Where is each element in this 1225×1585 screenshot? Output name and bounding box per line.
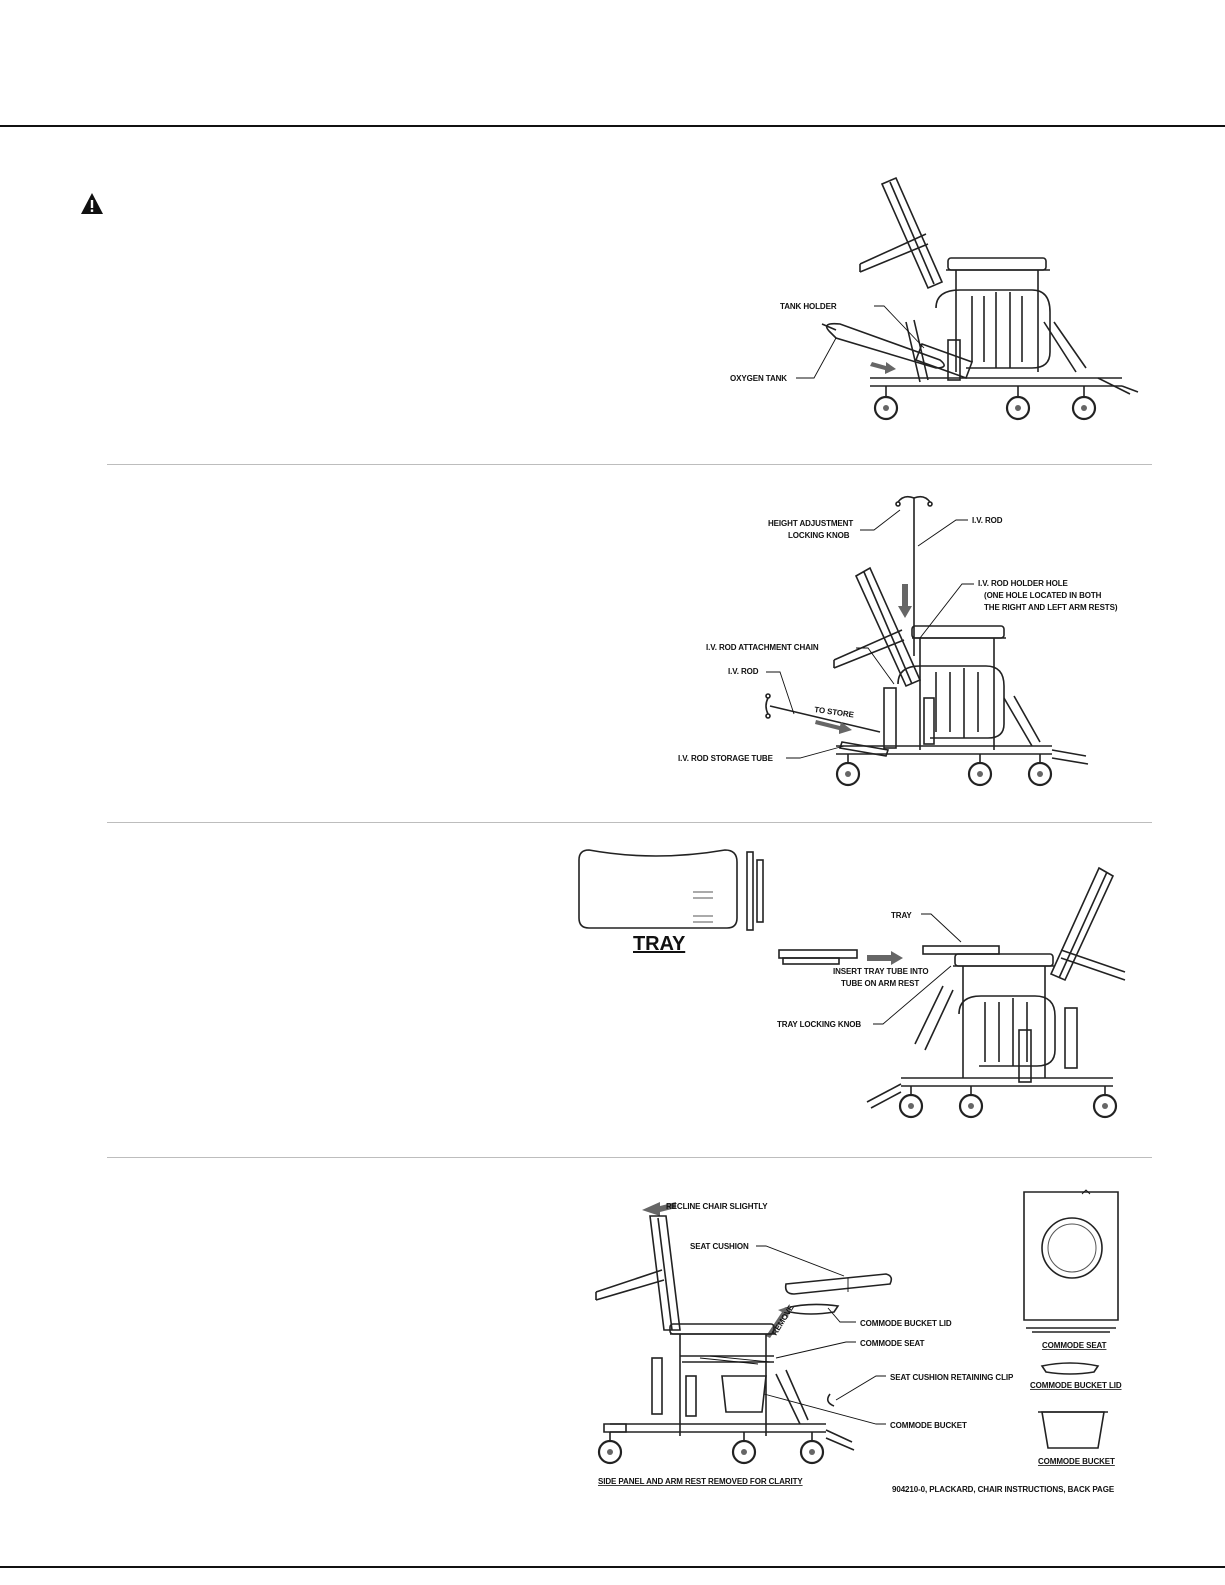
label-oxygen-tank: OXYGEN TANK: [730, 374, 787, 383]
label-commode-bucket: COMMODE BUCKET: [890, 1421, 967, 1430]
label-tray: TRAY: [891, 911, 912, 920]
label-commode-bucket-lid: COMMODE BUCKET LID: [860, 1319, 952, 1328]
label-attachment-chain: I.V. ROD ATTACHMENT CHAIN: [706, 643, 819, 652]
label-retaining-clip: SEAT CUSHION RETAINING CLIP: [890, 1373, 1014, 1382]
label-insert-tray-tube: INSERT TRAY TUBE INTO: [833, 967, 929, 976]
legend-commode-bucket-lid: COMMODE BUCKET LID: [1030, 1381, 1122, 1390]
commode-diagram: REMOVE RECLINE CHAIR SLIGHTLY SEAT CUSHI…: [595, 1189, 1122, 1494]
warning-triangle-icon: [81, 193, 103, 214]
section-divider-1: [107, 464, 1152, 465]
section-divider-2: [107, 822, 1152, 823]
label-seat-cushion: SEAT CUSHION: [690, 1242, 749, 1251]
label-iv-rod-top: I.V. ROD: [972, 516, 1003, 525]
label-iv-rod-side: I.V. ROD: [728, 667, 759, 676]
label-holder-hole-note-1: (ONE HOLE LOCATED IN BOTH: [984, 591, 1102, 600]
tray-diagram: TRAY TRAY INSERT TRAY TUBE INTO TUBE ON …: [578, 849, 1126, 1119]
legend-commode-bucket: COMMODE BUCKET: [1038, 1457, 1115, 1466]
label-height-adjustment: HEIGHT ADJUSTMENT: [768, 519, 853, 528]
label-tray-locking-knob: TRAY LOCKING KNOB: [777, 1020, 861, 1029]
label-storage-tube: I.V. ROD STORAGE TUBE: [678, 754, 774, 763]
label-recline-chair: RECLINE CHAIR SLIGHTLY: [666, 1202, 768, 1211]
bottom-rule: [0, 1566, 1225, 1568]
label-tank-holder: TANK HOLDER: [780, 302, 837, 311]
label-commode-seat: COMMODE SEAT: [860, 1339, 925, 1348]
label-side-panel-note: SIDE PANEL AND ARM REST REMOVED FOR CLAR…: [598, 1477, 803, 1486]
label-tube-on-arm-rest: TUBE ON ARM REST: [841, 979, 919, 988]
top-rule: [0, 125, 1225, 127]
label-holder-hole-note-2: THE RIGHT AND LEFT ARM RESTS): [984, 603, 1118, 612]
part-number: 904210-0, PLACKARD, CHAIR INSTRUCTIONS, …: [892, 1485, 1115, 1494]
label-holder-hole: I.V. ROD HOLDER HOLE: [978, 579, 1068, 588]
legend-commode-seat: COMMODE SEAT: [1042, 1341, 1107, 1350]
label-locking-knob: LOCKING KNOB: [788, 531, 850, 540]
section-divider-3: [107, 1157, 1152, 1158]
tray-title: TRAY: [633, 933, 686, 955]
oxygen-tank-diagram: TANK HOLDER OXYGEN TANK: [730, 176, 1139, 421]
iv-rod-diagram: HEIGHT ADJUSTMENT LOCKING KNOB I.V. ROD …: [678, 495, 1118, 787]
